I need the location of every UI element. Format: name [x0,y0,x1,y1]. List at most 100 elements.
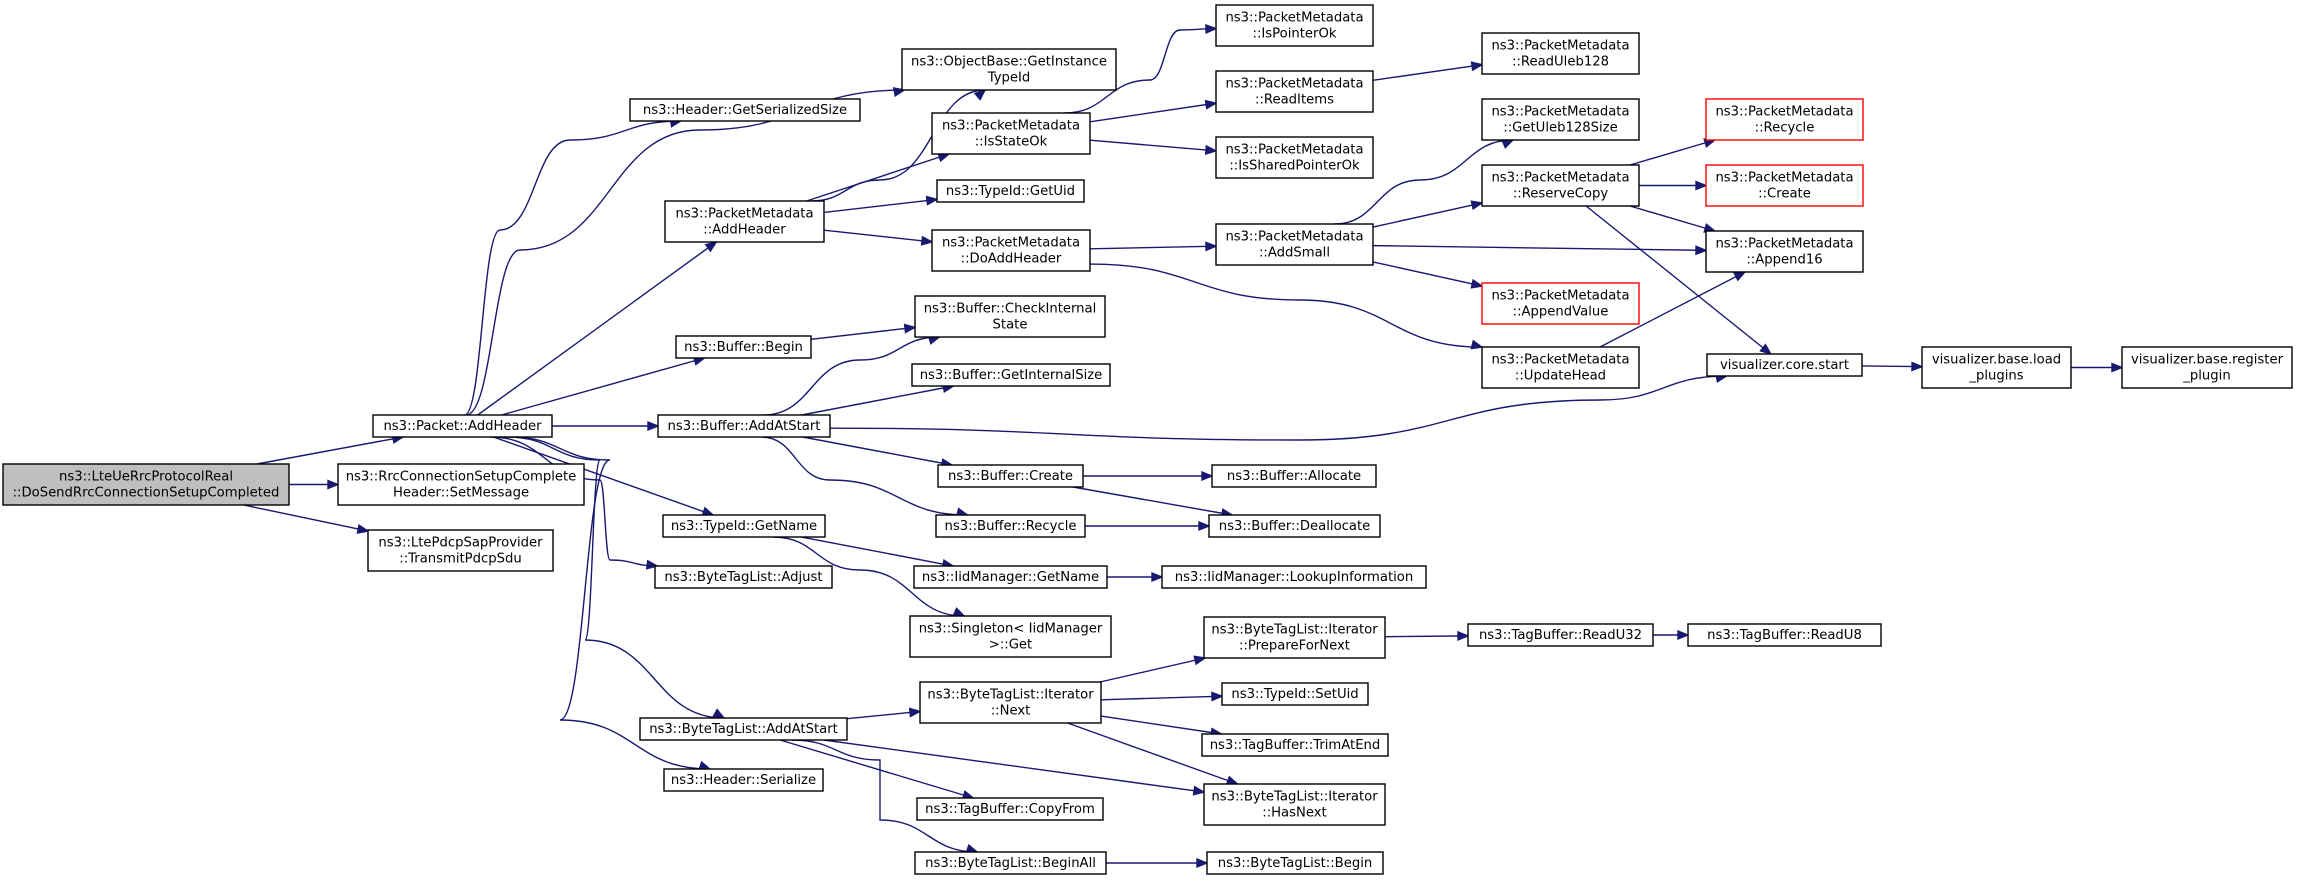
arrowhead-pm_isstateok-to-pm_ispointerok [1205,23,1218,35]
node-btl-it-preparefornext[interactable]: ns3::ByteTagList::Iterator::PrepareForNe… [1203,616,1386,659]
edge-pkt_addheader-to-buf_begin [501,357,705,416]
node-pkt-addheader[interactable]: ns3::Packet::AddHeader [372,414,553,438]
node-label: ns3::PacketMetadata [1491,105,1629,120]
node-viz-base-load[interactable]: visualizer.base.load_plugins [1921,346,2072,389]
node-box [1215,223,1374,266]
arrowhead-pm_addsmall-to-pm_reservecopy [1470,200,1484,211]
node-typeid-setuid[interactable]: ns3::TypeId::SetUid [1221,682,1369,706]
edge-pm_updatehead-to-pm_append16 [1599,271,1746,348]
node-pm-addheader[interactable]: ns3::PacketMetadata::AddHeader [664,200,825,243]
node-btl-it-next[interactable]: ns3::ByteTagList::Iterator::Next [919,681,1102,724]
node-tb-copyfrom[interactable]: ns3::TagBuffer::CopyFrom [916,797,1104,821]
node-pm-issharedptrok[interactable]: ns3::PacketMetadata::IsSharedPointerOk [1215,136,1374,179]
node-label: _plugin [2182,369,2230,384]
node-typeid-getuid[interactable]: ns3::TypeId::GetUid [936,179,1085,203]
node-box [1211,464,1377,488]
node-label: ::IsStateOk [975,135,1048,150]
node-buf-recycle[interactable]: ns3::Buffer::Recycle [935,514,1086,538]
node-tb-readu8[interactable]: ns3::TagBuffer::ReadU8 [1687,623,1882,647]
node-btl-beginall[interactable]: ns3::ByteTagList::BeginAll [914,851,1107,875]
arrowhead-pkt_addheader-to-buf_addatstart [647,420,660,432]
node-hdr-getsize[interactable]: ns3::Header::GetSerializedSize [629,98,861,122]
edge-btl_addatstart-to-btl_beginall [791,739,978,853]
arrowhead-pm_addheader-to-pm_doaddheader [920,235,934,246]
node-pdcp-transmit[interactable]: ns3::LtePdcpSapProvider::TransmitPdcpSdu [367,529,554,572]
node-buf-getinternalsize[interactable]: ns3::Buffer::GetInternalSize [911,363,1111,387]
edge-pkt_addheader-to-hdr_serialize [510,436,710,770]
node-iid-getname[interactable]: ns3::IidManager::GetName [913,565,1108,589]
node-label: ::Append16 [1746,253,1822,268]
node-buf-allocate[interactable]: ns3::Buffer::Allocate [1211,464,1377,488]
arrowhead-pm_addheader-to-typeid_getuid [925,195,939,206]
node-label: ns3::PacketMetadata [675,207,813,222]
node-pm-ispointerok[interactable]: ns3::PacketMetadata::IsPointerOk [1215,4,1374,47]
node-label: ns3::Buffer::Allocate [1227,469,1361,484]
arrowhead-buf_begin-to-buf_checkinternal [903,323,917,334]
node-pm-updatehead[interactable]: ns3::PacketMetadata::UpdateHead [1481,346,1640,389]
node-label: >::Get [989,638,1032,653]
node-box [909,615,1112,658]
node-pm-addsmall[interactable]: ns3::PacketMetadata::AddSmall [1215,223,1374,266]
node-box [1215,4,1374,47]
node-pm-readuleb128[interactable]: ns3::PacketMetadata::ReadUleb128 [1481,32,1640,75]
node-label: ns3::PacketMetadata [1225,230,1363,245]
node-rrc-setmsg[interactable]: ns3::RrcConnectionSetupCompleteHeader::S… [337,463,585,506]
node-label: ns3::TypeId::GetUid [946,184,1075,199]
node-typeid-getname[interactable]: ns3::TypeId::GetName [662,514,826,538]
arrowhead-tb_readu32-to-tb_readu8 [1677,629,1690,641]
node-label: State [993,318,1028,333]
node-label: ::ReserveCopy [1513,187,1609,202]
node-box [1706,353,1863,377]
node-box [1467,623,1654,647]
node-btl-it-hasnext[interactable]: ns3::ByteTagList::Iterator::HasNext [1203,783,1386,826]
node-pm-appendvalue[interactable]: ns3::PacketMetadata::AppendValue [1481,282,1640,325]
node-btl-begin[interactable]: ns3::ByteTagList::Begin [1206,851,1384,875]
node-buf-create[interactable]: ns3::Buffer::Create [937,464,1084,488]
node-pm-append16[interactable]: ns3::PacketMetadata::Append16 [1705,230,1864,273]
node-label: ns3::TagBuffer::CopyFrom [925,802,1095,817]
edge-buf_create-to-buf_deallocate [1072,486,1233,516]
edge-pkt_addheader-to-typeid_getname [493,436,714,516]
node-singleton-get[interactable]: ns3::Singleton< IidManager>::Get [909,615,1112,658]
node-box [1481,282,1640,325]
node-label: ns3::PacketMetadata [1225,143,1363,158]
node-box [914,851,1107,875]
edge-pm_isstateok-to-pm_issharedptrok [1089,139,1217,152]
call-graph-edges [243,23,2124,869]
node-buf-addatstart[interactable]: ns3::Buffer::AddAtStart [657,414,831,438]
node-tb-trimatend[interactable]: ns3::TagBuffer::TrimAtEnd [1201,733,1389,757]
node-label: ns3::Buffer::Begin [684,340,803,355]
node-tb-readu32[interactable]: ns3::TagBuffer::ReadU32 [1467,623,1654,647]
node-viz-base-register[interactable]: visualizer.base.register_plugin [2121,346,2293,389]
node-box [337,463,585,506]
node-box [931,229,1091,272]
node-label: ns3::PacketMetadata [1225,11,1363,26]
node-pm-readitems[interactable]: ns3::PacketMetadata::ReadItems [1215,70,1374,113]
node-btl-addatstart[interactable]: ns3::ByteTagList::AddAtStart [639,717,848,741]
node-hdr-serialize[interactable]: ns3::Header::Serialize [663,768,824,792]
node-pm-reservecopy[interactable]: ns3::PacketMetadata::ReserveCopy [1481,164,1640,207]
node-box [936,179,1085,203]
node-box [1687,623,1882,647]
node-label: ::UpdateHead [1515,369,1606,384]
edge-root-to-pkt_addheader [256,436,404,465]
node-label: ns3::PacketMetadata [1491,39,1629,54]
node-btl-adjust[interactable]: ns3::ByteTagList::Adjust [654,565,833,589]
node-pm-isstateok[interactable]: ns3::PacketMetadata::IsStateOk [931,112,1091,155]
edge-btl_addatstart-to-btl_it_hasnext [823,739,1205,793]
node-pm-create[interactable]: ns3::PacketMetadata::Create [1705,164,1864,207]
arrowhead-btl_it_next-to-btl_it_hasnext [1225,775,1240,786]
node-box [372,414,553,438]
node-pm-recycle[interactable]: ns3::PacketMetadata::Recycle [1705,98,1864,141]
node-iid-lookupinfo[interactable]: ns3::IidManager::LookupInformation [1161,565,1427,589]
node-label: ::Recycle [1755,121,1815,136]
node-pm-getuleb128size[interactable]: ns3::PacketMetadata::GetUleb128Size [1481,98,1640,141]
node-pm-doaddheader[interactable]: ns3::PacketMetadata::DoAddHeader [931,229,1091,272]
node-label: ::HasNext [1262,806,1326,821]
node-box [663,768,824,792]
node-viz-core-start[interactable]: visualizer.core.start [1706,353,1863,377]
node-buf-deallocate[interactable]: ns3::Buffer::Deallocate [1208,514,1381,538]
node-buf-begin[interactable]: ns3::Buffer::Begin [675,335,812,359]
